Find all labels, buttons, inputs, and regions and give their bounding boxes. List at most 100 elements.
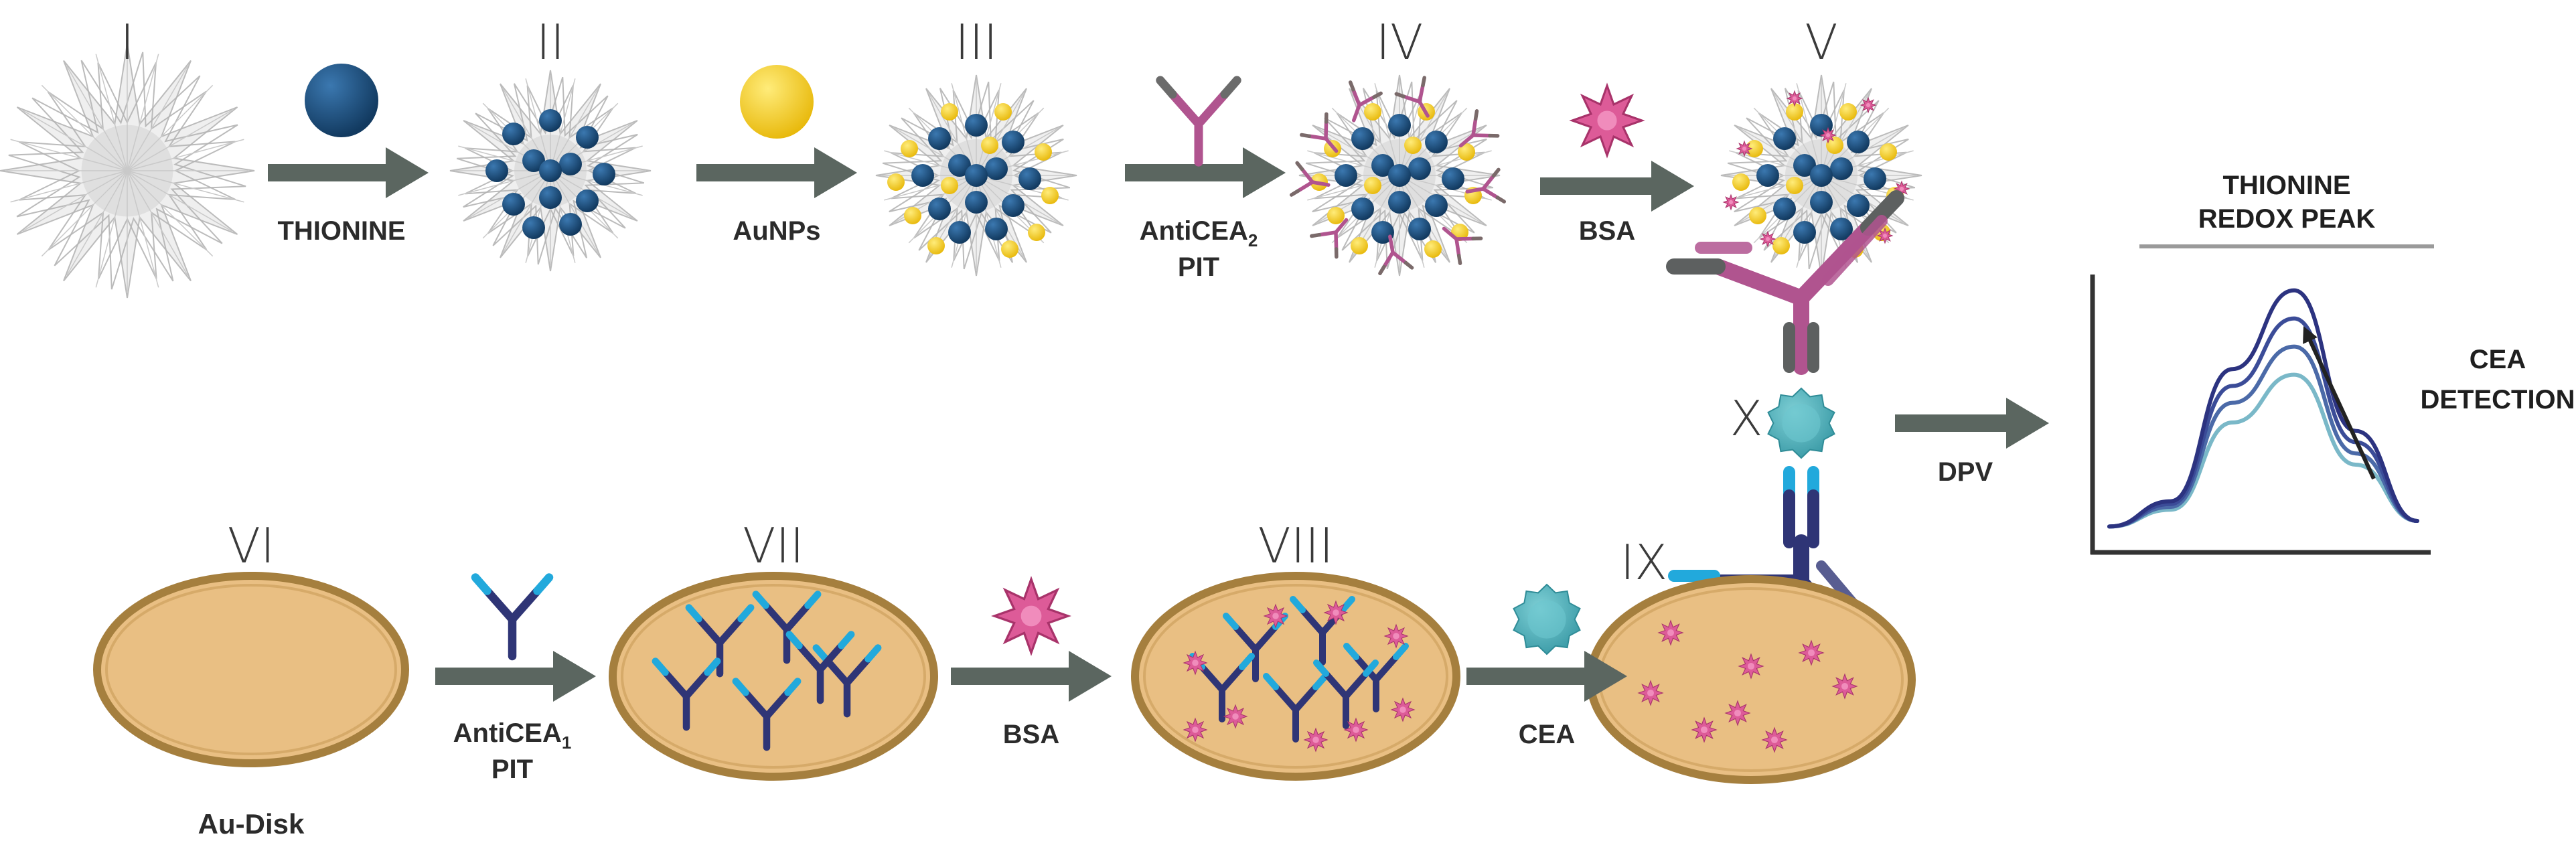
gold-dot bbox=[1035, 143, 1052, 161]
step-label-bsa-top: BSA bbox=[1579, 216, 1635, 246]
gold-dot bbox=[1458, 143, 1475, 161]
thionine-dot bbox=[502, 123, 525, 145]
thionine-dot bbox=[1388, 114, 1411, 137]
antibody-marker bbox=[1300, 112, 1339, 153]
gold-dot bbox=[1028, 224, 1045, 241]
step-label-bsa-bottom: BSA bbox=[1003, 720, 1059, 749]
bsa-dot bbox=[1736, 140, 1753, 157]
thionine-dot bbox=[1847, 194, 1870, 217]
step-label-dpv: DPV bbox=[1938, 457, 1993, 487]
antibody-marker bbox=[1289, 161, 1331, 197]
stage-label-3: III bbox=[955, 14, 998, 70]
thionine-dot bbox=[1425, 194, 1448, 217]
arrow-icon bbox=[696, 147, 857, 198]
step-label-anticea1: AntiCEA1 bbox=[453, 718, 572, 753]
thionine-dot bbox=[1442, 167, 1464, 190]
thionine-dot bbox=[948, 221, 971, 244]
stage-label-8: VIII bbox=[1258, 518, 1334, 574]
capture-antibody bbox=[1223, 613, 1288, 682]
bsa-dot bbox=[1657, 619, 1684, 646]
increase-arrow-icon bbox=[2303, 326, 2376, 480]
thionine-dot bbox=[1002, 194, 1025, 217]
stage-label-5: V bbox=[1805, 14, 1837, 70]
gold-dot bbox=[1364, 103, 1381, 121]
graph-title-line1: THIONINE bbox=[2222, 171, 2350, 200]
gold-dot bbox=[1364, 177, 1381, 194]
gold-dot bbox=[927, 237, 945, 254]
disk-surface bbox=[609, 572, 938, 781]
gold-dot bbox=[1404, 137, 1422, 154]
cea-antigen-icon bbox=[1513, 583, 1581, 655]
thionine-dot bbox=[539, 186, 562, 209]
antibody-marker bbox=[1394, 76, 1430, 118]
gold-dot bbox=[1839, 103, 1857, 121]
cea-detection-line2: DETECTION bbox=[2420, 385, 2575, 414]
bsa-dot bbox=[1831, 673, 1858, 700]
step-label-anticea2: AntiCEA2 bbox=[1140, 216, 1258, 250]
thionine-dot bbox=[1830, 218, 1853, 240]
gold-dot bbox=[1786, 103, 1803, 121]
cea-captured-electrode-icon bbox=[1586, 575, 1916, 784]
thionine-dot bbox=[928, 127, 951, 150]
gold-disk-electrode-icon bbox=[67, 572, 409, 797]
antibody-marker bbox=[1310, 218, 1349, 259]
voltammogram-plot bbox=[2107, 288, 2419, 529]
thionine-dot bbox=[576, 189, 599, 212]
thionine-dot bbox=[1002, 131, 1025, 153]
arrow-icon bbox=[435, 651, 596, 702]
thionine-dot bbox=[1018, 167, 1041, 190]
thionine-sphere-icon bbox=[305, 64, 378, 137]
capture-antibody bbox=[785, 631, 855, 704]
gold-dot bbox=[1424, 240, 1442, 258]
thionine-dot bbox=[485, 159, 508, 182]
thionine-loaded-particle-icon bbox=[449, 70, 652, 272]
graph-axes bbox=[2090, 275, 2431, 555]
gold-dot bbox=[1772, 237, 1790, 254]
gold-dot bbox=[887, 173, 905, 191]
arrow-icon bbox=[1895, 398, 2049, 449]
bsa-dot bbox=[1724, 700, 1751, 726]
bsa-blocked-electrode-icon bbox=[1131, 572, 1460, 781]
thionine-dot bbox=[559, 153, 582, 175]
thionine-dot bbox=[1793, 221, 1816, 244]
thionine-dot bbox=[1408, 157, 1431, 180]
stage-label-6: VI bbox=[228, 518, 275, 574]
arrow-icon bbox=[1125, 147, 1286, 198]
antibody-icon bbox=[1156, 76, 1241, 167]
gold-dot bbox=[1746, 140, 1763, 157]
step-label-thionine: THIONINE bbox=[277, 216, 405, 246]
antibody-icon bbox=[471, 573, 554, 661]
gold-dot bbox=[981, 137, 998, 154]
disk-surface bbox=[1586, 575, 1916, 784]
graph-title-line2: REDOX PEAK bbox=[2198, 204, 2376, 234]
thionine-dot bbox=[1847, 131, 1870, 153]
thionine-dot bbox=[1793, 154, 1816, 177]
gold-dot bbox=[1327, 207, 1345, 224]
thionine-dot bbox=[1810, 164, 1833, 187]
bsa-dot bbox=[1183, 717, 1208, 743]
antibody-marker bbox=[1378, 234, 1414, 276]
bsa-dot bbox=[1786, 90, 1803, 107]
antibody-modified-electrode-icon bbox=[609, 572, 938, 781]
thionine-dot bbox=[1773, 127, 1796, 150]
thionine-dot bbox=[1388, 164, 1411, 187]
thionine-dot bbox=[965, 114, 988, 137]
thionine-dot bbox=[576, 126, 599, 149]
stage-label-4: IV bbox=[1376, 14, 1424, 70]
arrow-icon bbox=[951, 651, 1112, 702]
antibody-marker bbox=[1348, 80, 1383, 123]
bsa-star-icon bbox=[1569, 82, 1645, 159]
cea-detection-line1: CEA bbox=[2470, 345, 2526, 374]
antibody-marker bbox=[1458, 109, 1500, 148]
capture-antibody bbox=[1290, 596, 1355, 666]
bsa-dot bbox=[1819, 127, 1837, 144]
bsa-blocked-particle-icon bbox=[1720, 74, 1922, 277]
thionine-dot bbox=[1864, 167, 1886, 190]
stage-label-10: X bbox=[1730, 390, 1762, 447]
gold-dot bbox=[1001, 240, 1018, 258]
thionine-dot bbox=[1351, 127, 1374, 150]
bsa-dot bbox=[1637, 680, 1664, 706]
thionine-dot bbox=[948, 154, 971, 177]
stage-label-2: II bbox=[536, 14, 564, 70]
